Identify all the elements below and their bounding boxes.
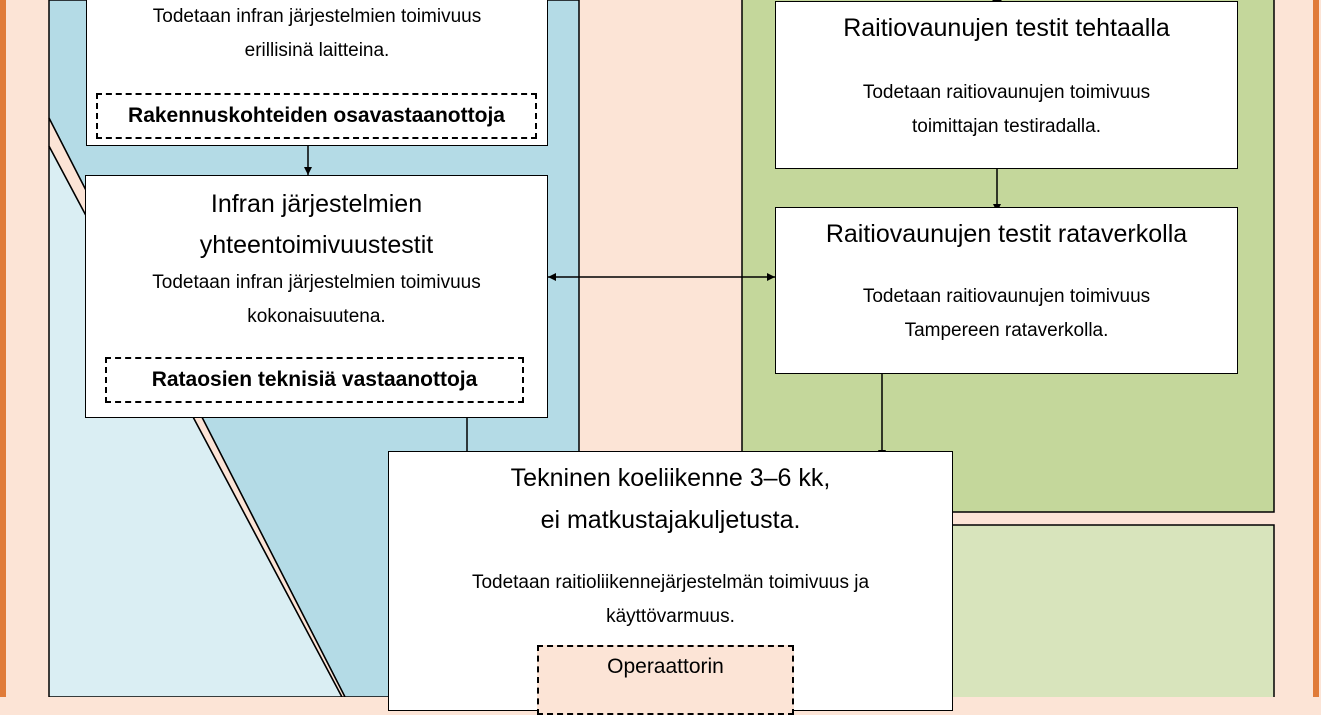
infra-integration-tests-box: Infran järjestelmien yhteentoimivuustest… xyxy=(85,175,548,418)
infra-unit-tests-box: Todetaan infran järjestelmien toimivuus … xyxy=(86,0,548,146)
infra-integration-tests-title-line2: yhteentoimivuustestit xyxy=(199,231,434,259)
technical-trial-body-line2: käyttövarmuus. xyxy=(606,606,735,627)
operator-tag-label: Operaattorin xyxy=(607,655,724,678)
tram-factory-tests-body-line2: toimittajan testiradalla. xyxy=(911,116,1102,137)
infra-unit-tests-tag: Rakennuskohteiden osavastaanottoja xyxy=(96,93,537,139)
infra-integration-tests-body-line1: Todetaan infran järjestelmien toimivuus xyxy=(152,272,481,293)
tram-network-tests-box: Raitiovaunujen testit rataverkolla Todet… xyxy=(775,207,1238,374)
infra-unit-tests-body-line1: Todetaan infran järjestelmien toimivuus xyxy=(152,6,482,27)
tram-network-tests-body-line2: Tampereen rataverkolla. xyxy=(904,320,1109,341)
infra-integration-tests-title-line1: Infran järjestelmien xyxy=(210,190,423,218)
technical-trial-body-line1: Todetaan raitioliikennejärjestelmän toim… xyxy=(471,572,870,593)
outer-frame xyxy=(0,0,1319,697)
infra-unit-tests-body-line2: erillisinä laitteina. xyxy=(244,40,390,61)
infra-integration-tests-tag: Rataosien teknisiä vastaanottoja xyxy=(105,357,524,403)
tram-factory-tests-title: Raitiovaunujen testit tehtaalla xyxy=(843,14,1170,42)
operator-tag: Operaattorin xyxy=(537,645,794,715)
technical-trial-title-line2: ei matkustajakuljetusta. xyxy=(540,506,801,534)
infra-integration-tests-body-line2: kokonaisuutena. xyxy=(247,306,386,327)
technical-trial-box: Tekninen koeliikenne 3–6 kk, ei matkusta… xyxy=(388,451,953,715)
tram-network-tests-title: Raitiovaunujen testit rataverkolla xyxy=(825,220,1188,248)
tram-factory-tests-box: Raitiovaunujen testit tehtaalla Todetaan… xyxy=(775,1,1238,169)
tram-network-tests-body-line1: Todetaan raitiovaunujen toimivuus xyxy=(862,286,1151,307)
tram-factory-tests-body-line1: Todetaan raitiovaunujen toimivuus xyxy=(862,82,1151,103)
technical-trial-title-line1: Tekninen koeliikenne 3–6 kk, xyxy=(510,464,831,492)
